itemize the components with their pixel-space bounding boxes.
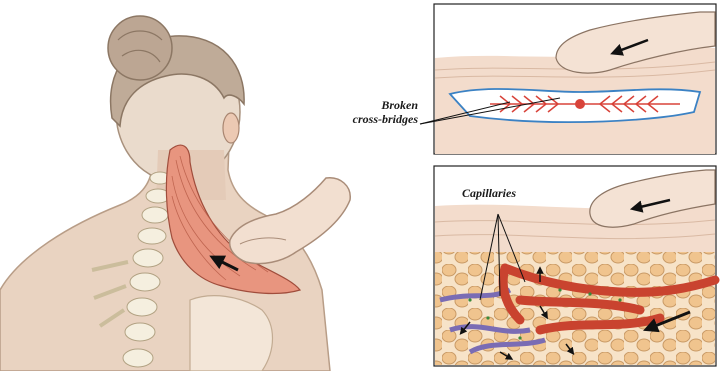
label-capillaries-text: Capillaries: [462, 186, 516, 200]
hair-bun: [108, 16, 172, 80]
label-broken-cross-bridges: Broken cross-bridges: [332, 98, 418, 126]
panel-broken-cross-bridges: [420, 4, 716, 154]
label-capillaries: Capillaries: [462, 186, 516, 200]
fascia-layer: [450, 89, 700, 122]
label-broken-line2: cross-bridges: [332, 112, 418, 126]
ear: [223, 113, 239, 143]
woman-back-figure: [0, 16, 350, 371]
label-broken-line1: Broken: [332, 98, 418, 112]
